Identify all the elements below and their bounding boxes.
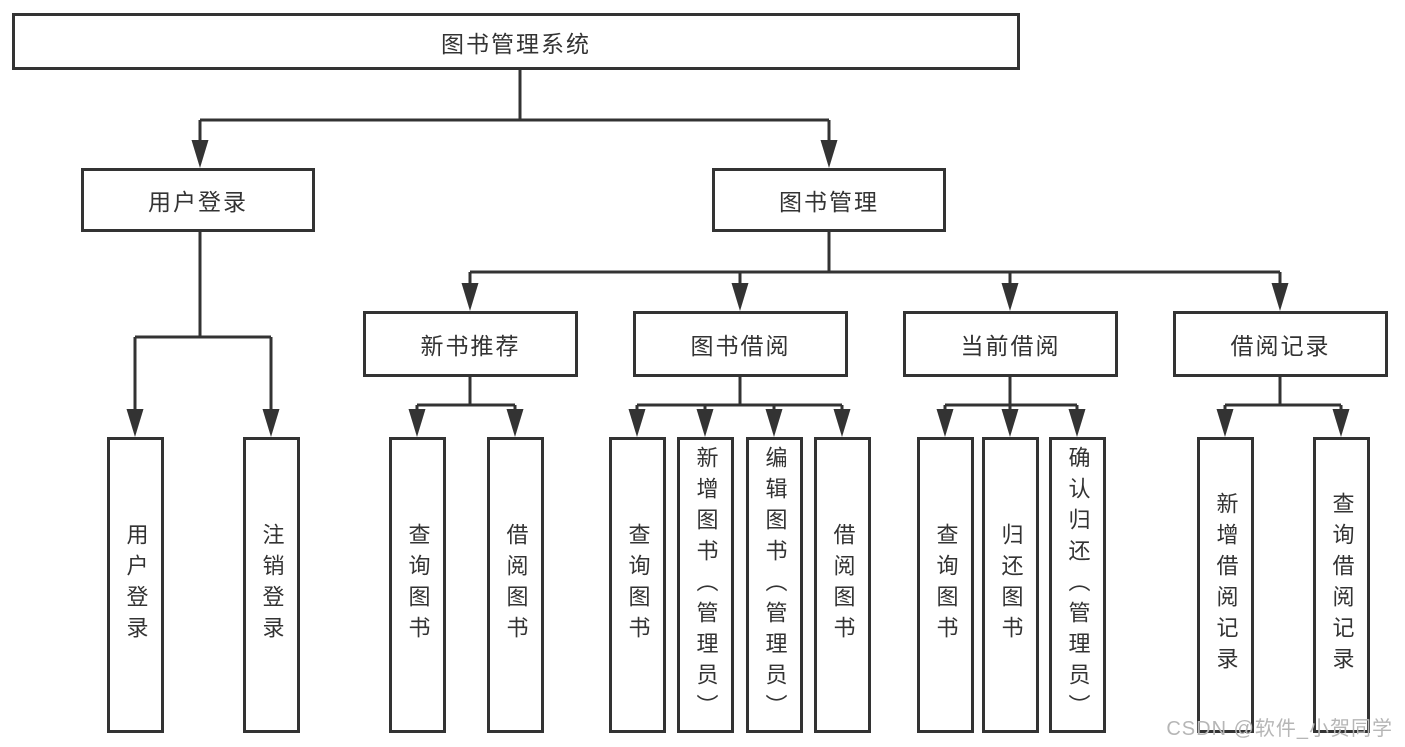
leaf-add-borrow-record: 新增借阅记录	[1197, 437, 1254, 733]
leaf-query-book-recommend: 查询图书	[389, 437, 446, 733]
leaf-query-book-borrow: 查询图书	[609, 437, 666, 733]
node-new-book-recommend-label: 新书推荐	[420, 333, 521, 359]
leaf-query-book-recommend-label: 查询图书	[405, 523, 431, 647]
node-current-borrow-label: 当前借阅	[960, 333, 1061, 359]
leaf-logout-label: 注销登录	[259, 523, 285, 647]
leaf-add-borrow-record-label: 新增借阅记录	[1213, 492, 1239, 678]
leaf-add-book: 新增图书（管理员）	[677, 437, 734, 733]
node-user-login: 用户登录	[81, 168, 315, 232]
leaf-borrow-book: 借阅图书	[814, 437, 871, 733]
node-user-login-label: 用户登录	[148, 189, 248, 215]
node-book-borrow-label: 图书借阅	[690, 333, 791, 359]
node-book-management-label: 图书管理	[779, 189, 879, 215]
node-borrow-record-label: 借阅记录	[1230, 333, 1331, 359]
node-borrow-record: 借阅记录	[1173, 311, 1388, 377]
node-root: 图书管理系统	[12, 13, 1020, 70]
leaf-edit-book-label: 编辑图书（管理员）	[762, 445, 788, 725]
leaf-borrow-book-label: 借阅图书	[830, 523, 856, 647]
csdn-watermark: CSDN @软件_小贺同学	[1166, 718, 1393, 740]
leaf-user-login: 用户登录	[107, 437, 164, 733]
node-new-book-recommend: 新书推荐	[363, 311, 578, 377]
leaf-query-borrow-record: 查询借阅记录	[1313, 437, 1370, 733]
node-current-borrow: 当前借阅	[903, 311, 1118, 377]
node-book-borrow: 图书借阅	[633, 311, 848, 377]
leaf-confirm-return-label: 确认归还（管理员）	[1065, 445, 1091, 725]
leaf-user-login-label: 用户登录	[123, 523, 149, 647]
leaf-confirm-return: 确认归还（管理员）	[1049, 437, 1106, 733]
leaf-query-book-current-label: 查询图书	[933, 523, 959, 647]
leaf-query-borrow-record-label: 查询借阅记录	[1329, 492, 1355, 678]
leaf-add-book-label: 新增图书（管理员）	[693, 445, 719, 725]
leaf-logout: 注销登录	[243, 437, 300, 733]
leaf-edit-book: 编辑图书（管理员）	[746, 437, 803, 733]
leaf-return-book-label: 归还图书	[998, 523, 1024, 647]
node-root-label: 图书管理系统	[441, 30, 591, 57]
leaf-query-book-current: 查询图书	[917, 437, 974, 733]
leaf-borrow-book-recommend: 借阅图书	[487, 437, 544, 733]
node-book-management: 图书管理	[712, 168, 946, 232]
leaf-return-book: 归还图书	[982, 437, 1039, 733]
leaf-borrow-book-recommend-label: 借阅图书	[503, 523, 529, 647]
leaf-query-book-borrow-label: 查询图书	[625, 523, 651, 647]
